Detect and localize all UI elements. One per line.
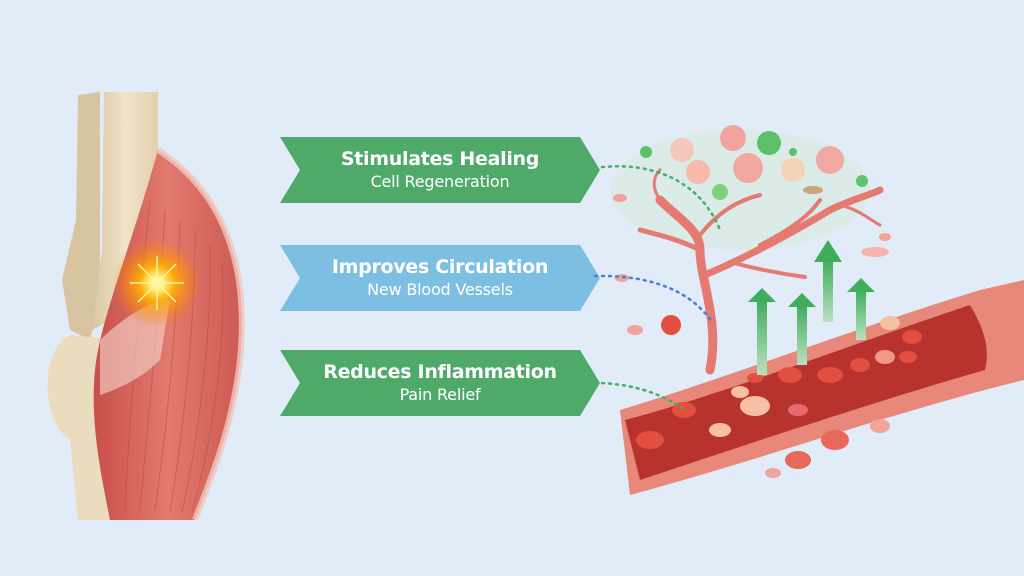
muscle	[93, 147, 245, 522]
floating-cells	[613, 194, 891, 478]
capillary-tree	[637, 168, 884, 375]
benefit-banner-improves-circulation: Improves Circulation New Blood Vessels	[280, 245, 600, 311]
connector-healing	[593, 165, 722, 232]
connector-circulation	[593, 274, 714, 324]
benefit-banner-stimulates-healing: Stimulates Healing Cell Regeneration	[280, 137, 600, 203]
upward-arrows-icon	[748, 240, 875, 375]
banner-arrow-shape	[280, 137, 600, 203]
femur-bone	[62, 92, 158, 340]
cell-cloud	[610, 130, 870, 250]
benefit-title: Stimulates Healing	[340, 148, 540, 170]
benefit-banner-reduces-inflammation: Reduces Inflammation Pain Relief	[280, 350, 600, 416]
pain-spark-icon	[130, 256, 184, 310]
banner-arrow-shape	[280, 350, 600, 416]
blood-vessel	[620, 280, 1024, 495]
knee-muscle-illustration	[47, 92, 245, 522]
cells	[640, 125, 868, 200]
red-blood-cells	[636, 316, 922, 449]
banner-arrow-shape	[280, 245, 600, 311]
benefit-title: Improves Circulation	[331, 256, 549, 278]
benefit-subtitle: Pain Relief	[399, 385, 481, 404]
connector-inflammation	[593, 381, 684, 410]
benefit-subtitle: New Blood Vessels	[367, 280, 513, 299]
benefit-subtitle: Cell Regeneration	[370, 172, 510, 191]
benefit-title: Reduces Inflammation	[323, 361, 557, 383]
